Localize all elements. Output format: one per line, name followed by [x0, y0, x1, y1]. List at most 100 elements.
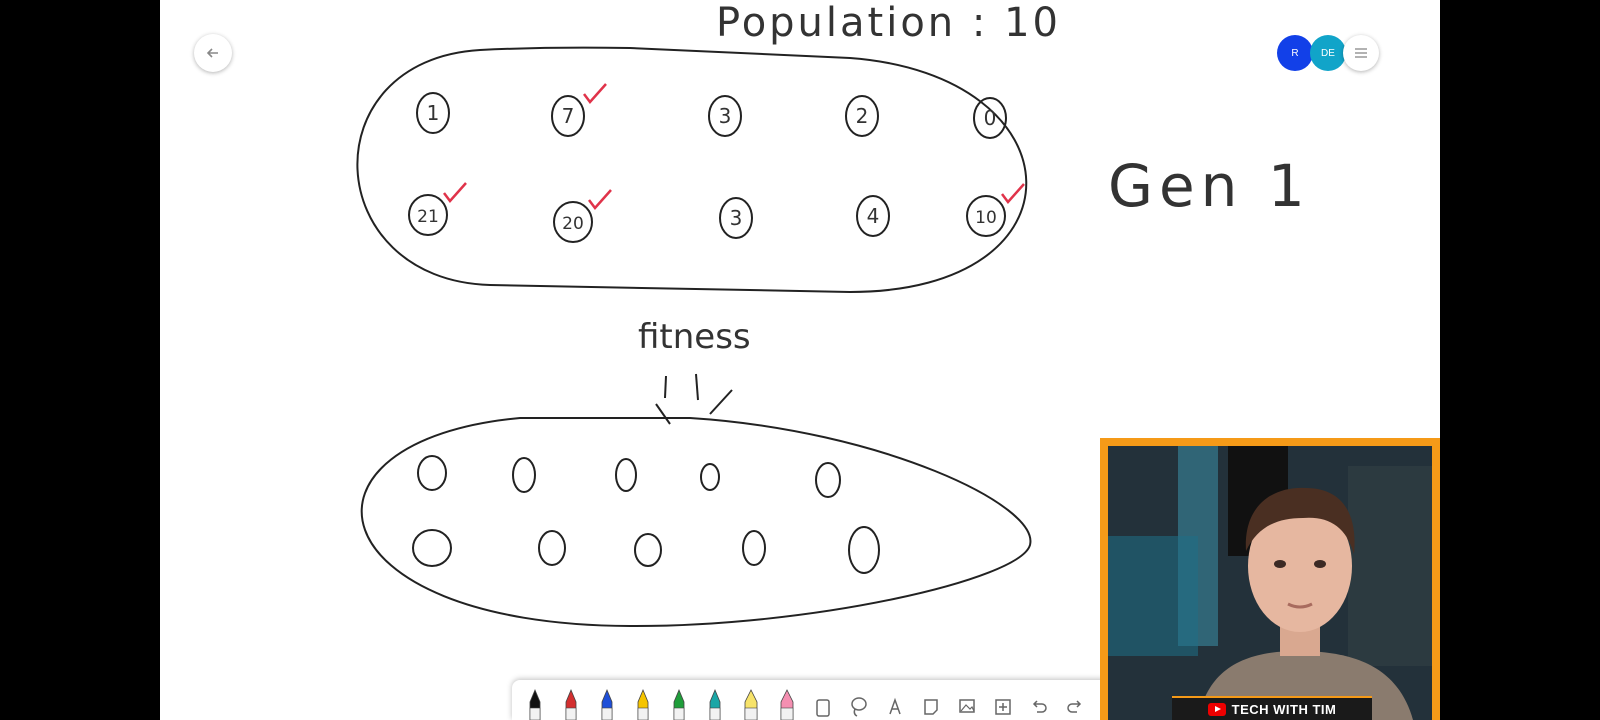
fitness-strokes: [655, 373, 733, 425]
member-fitness-value: 10: [975, 208, 997, 228]
pen-icon: [709, 688, 721, 720]
tool-highlighter-yellow[interactable]: [736, 684, 766, 720]
back-button[interactable]: [194, 34, 232, 72]
member-fitness-value: 2: [856, 104, 869, 128]
member-circle: [966, 195, 1006, 237]
member-fitness-value: 20: [562, 214, 584, 234]
empty-member-circle: [634, 533, 662, 567]
lasso-icon: [851, 697, 867, 717]
member-fitness-value: 0: [984, 106, 997, 130]
youtube-icon: [1207, 702, 1226, 716]
empty-member-circle: [615, 458, 637, 492]
population-member: 3: [719, 197, 753, 239]
tool-lasso-icon[interactable]: [844, 684, 874, 720]
user-avatar-2[interactable]: DE: [1310, 35, 1346, 71]
generation-label: Gen 1: [1108, 152, 1311, 220]
image-icon: [959, 699, 975, 713]
member-fitness-value: 3: [730, 206, 743, 230]
member-circle: [719, 197, 753, 239]
population-member: 4: [856, 195, 890, 237]
fitness-label: fitness: [638, 317, 751, 357]
presenter-video-frame: [1108, 446, 1432, 720]
member-fitness-value: 3: [719, 104, 732, 128]
tool-add-icon[interactable]: [988, 684, 1018, 720]
member-fitness-value: 4: [867, 204, 880, 228]
population-member: 7: [551, 83, 607, 137]
empty-member-circle: [815, 462, 841, 498]
pen-icon: [601, 688, 613, 720]
tool-image-icon[interactable]: [952, 684, 982, 720]
empty-member-circle: [742, 530, 766, 566]
next-generation-members: [412, 455, 880, 574]
population-member: 0: [973, 97, 1007, 139]
hamburger-menu-icon: [1355, 48, 1367, 58]
population-member: 21: [408, 182, 467, 236]
pen-icon: [637, 688, 649, 720]
empty-member-circle: [412, 529, 452, 567]
avatar-initials: DE: [1321, 47, 1335, 59]
menu-button[interactable]: [1343, 35, 1379, 71]
selected-checkmark: [583, 83, 607, 104]
tool-sticky-note-icon[interactable]: [916, 684, 946, 720]
tool-pen-red[interactable]: [556, 684, 586, 720]
member-circle: [845, 95, 879, 137]
channel-name: TECH WITH TIM: [1231, 701, 1337, 717]
tool-pen-teal[interactable]: [700, 684, 730, 720]
member-circle: [973, 97, 1007, 139]
add-icon: [995, 699, 1011, 715]
pen-icon: [673, 688, 685, 720]
empty-member-circle: [512, 457, 536, 493]
tool-text-icon[interactable]: [880, 684, 910, 720]
member-circle: [553, 201, 593, 243]
selected-checkmark: [588, 189, 612, 210]
next-generation-ellipse: [360, 417, 1032, 628]
member-circle: [856, 195, 890, 237]
member-fitness-value: 1: [427, 101, 440, 125]
eraser-icon: [816, 699, 830, 717]
redo-icon: [1067, 700, 1082, 713]
population-ellipse: [356, 46, 1028, 294]
tool-highlighter-pink[interactable]: [772, 684, 802, 720]
tool-pen-blue[interactable]: [592, 684, 622, 720]
tool-eraser-icon[interactable]: [808, 684, 838, 720]
population-member: 2: [845, 95, 879, 137]
empty-member-circle: [700, 463, 720, 491]
tool-pen-yellow[interactable]: [628, 684, 658, 720]
population-title: Population : 10: [716, 0, 1061, 46]
population-member: 20: [553, 189, 612, 243]
highlighter-icon: [780, 689, 794, 720]
member-circle: [416, 92, 450, 134]
undo-icon: [1032, 700, 1047, 713]
empty-member-circle: [848, 526, 880, 574]
empty-member-circle: [538, 530, 566, 566]
population-member: 3: [708, 95, 742, 137]
empty-member-circle: [417, 455, 447, 491]
highlighter-icon: [744, 689, 758, 720]
member-fitness-value: 7: [562, 104, 575, 128]
member-fitness-value: 21: [417, 207, 439, 227]
pen-icon: [529, 688, 541, 720]
webcam-video: TECH WITH TIM: [1108, 446, 1432, 720]
population-member: 1: [416, 92, 450, 134]
pen-icon: [565, 688, 577, 720]
tool-pen-black[interactable]: [520, 684, 550, 720]
channel-banner: TECH WITH TIM: [1172, 696, 1372, 720]
tool-pen-green[interactable]: [664, 684, 694, 720]
tool-undo-icon[interactable]: [1024, 684, 1054, 720]
population-member: 10: [966, 183, 1025, 237]
avatar-initials: R: [1291, 47, 1299, 59]
arrow-left-icon: [206, 48, 218, 58]
tool-redo-icon[interactable]: [1060, 684, 1090, 720]
selected-checkmark: [1001, 183, 1025, 204]
member-circle: [708, 95, 742, 137]
sticky-note-icon: [924, 699, 938, 715]
user-avatar-1[interactable]: R: [1277, 35, 1313, 71]
member-circle: [408, 194, 448, 236]
member-circle: [551, 95, 585, 137]
webcam-overlay: TECH WITH TIM: [1100, 438, 1440, 720]
text-icon: [889, 697, 901, 715]
selected-checkmark: [443, 182, 467, 203]
